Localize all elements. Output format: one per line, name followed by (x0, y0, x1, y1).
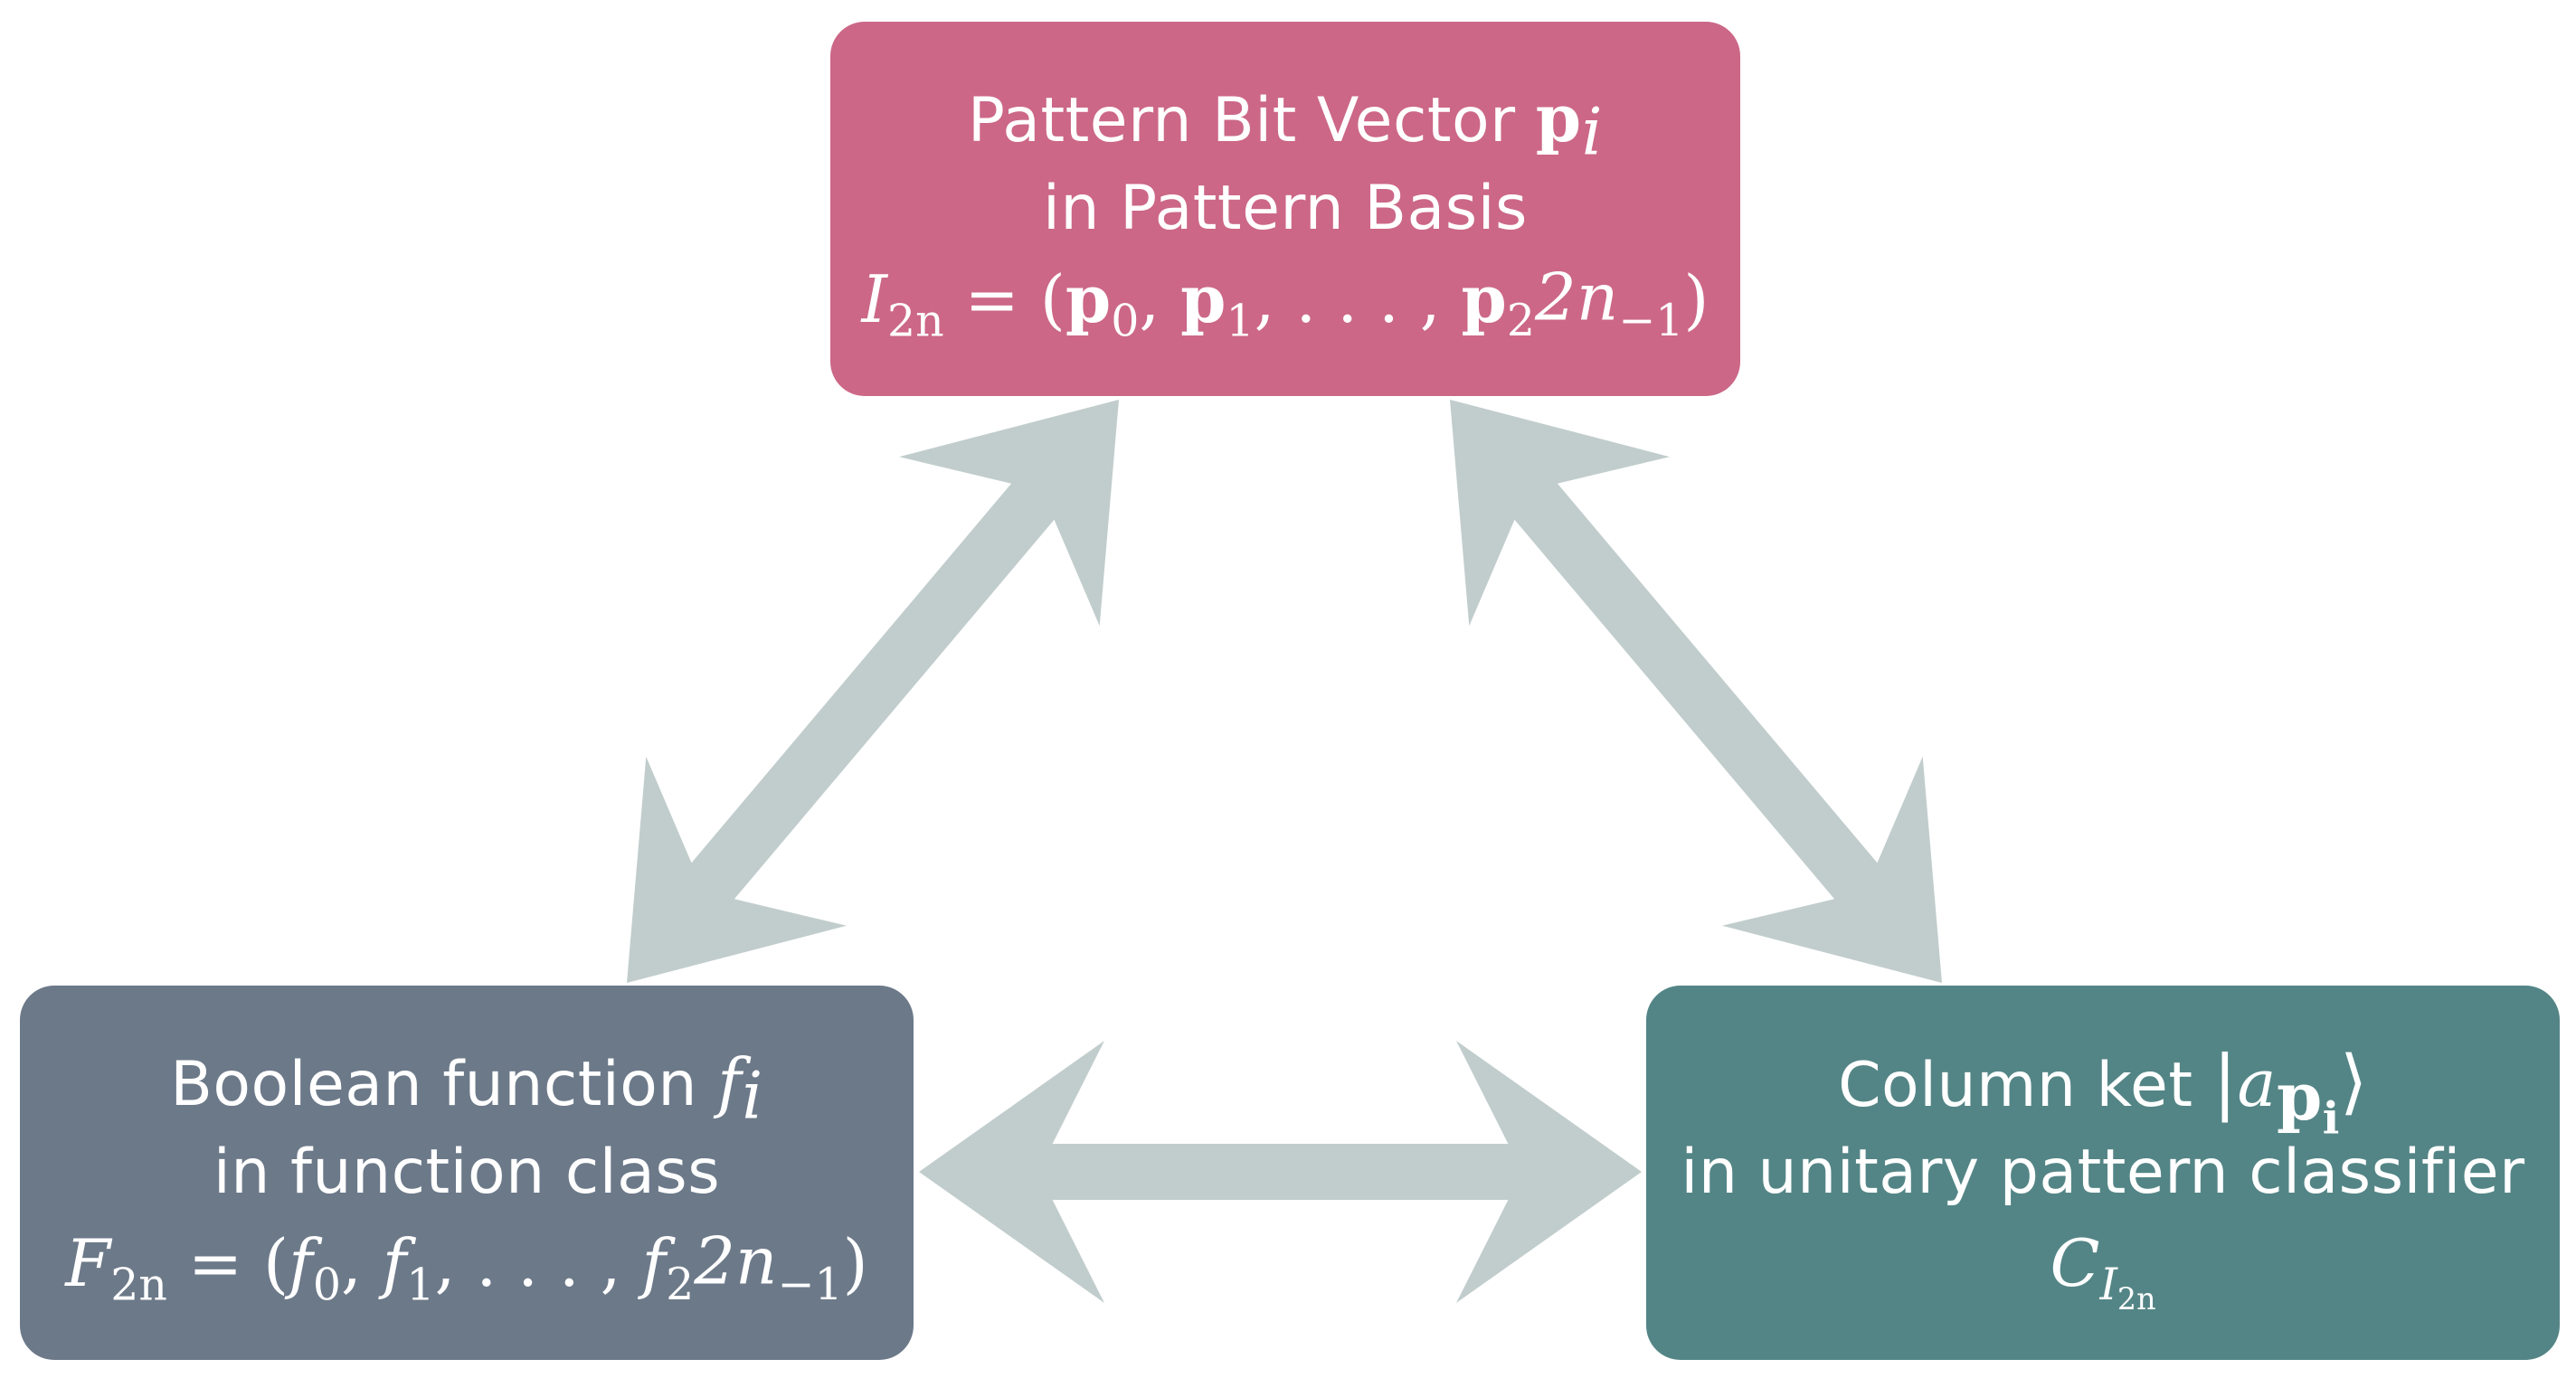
column-ket-box: Column ket |api⟩ in unitary pattern clas… (1646, 986, 2560, 1360)
boolean-function-box: Boolean function fi in function class F2… (20, 986, 914, 1360)
arrow-left-right (919, 1041, 1642, 1303)
column-ket-title: Column ket |api⟩ (1838, 1041, 2368, 1144)
pattern-bit-vector-title: Pattern Bit Vector pi (967, 80, 1604, 170)
boolean-function-title: Boolean function fi (170, 1044, 763, 1134)
arrow-top-right (1450, 400, 1942, 983)
pattern-basis-formula: I2n = (p0, p1, . . . , p22n−1) (861, 260, 1709, 347)
pattern-bit-vector-box: Pattern Bit Vector pi in Pattern Basis I… (830, 22, 1740, 396)
arrow-top-left (627, 400, 1119, 983)
classifier-formula: CI2n (2050, 1225, 2156, 1317)
pattern-basis-label: in Pattern Basis (1043, 173, 1528, 244)
function-class-formula: F2n = (f0, f1, . . . , f22n−1) (65, 1223, 868, 1311)
unitary-classifier-label: in unitary pattern classifier (1681, 1137, 2525, 1208)
function-class-label: in function class (213, 1137, 721, 1208)
